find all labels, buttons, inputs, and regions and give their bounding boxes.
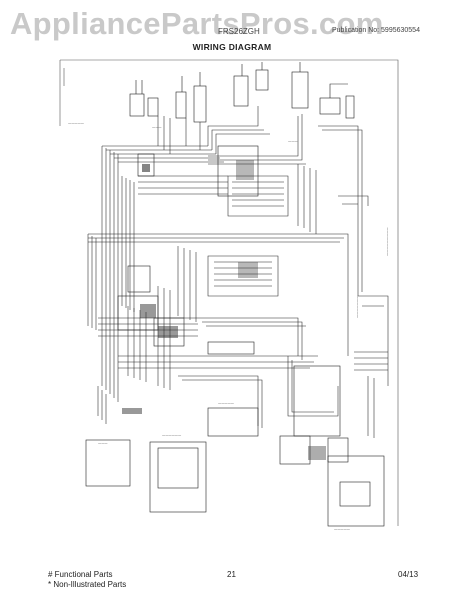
page-title: WIRING DIAGRAM xyxy=(192,42,272,52)
svg-text:———————: ——————— xyxy=(355,295,359,318)
publication-number: Publication No: 5995630554 xyxy=(332,27,420,34)
site-watermark: AppliancePartsPros.com xyxy=(10,6,384,41)
components xyxy=(85,145,385,527)
svg-text:———: ——— xyxy=(98,441,108,445)
model-number: FRS26ZGH xyxy=(218,27,260,36)
component-labels: ————— ——— ——— ————————— ——————— ——— ————… xyxy=(68,121,389,531)
right-circuits xyxy=(338,195,389,438)
svg-text:———: ——— xyxy=(152,125,162,129)
page-number: 21 xyxy=(227,570,236,579)
revision-date: 04/13 xyxy=(398,570,419,579)
svg-text:—————: ————— xyxy=(218,401,235,405)
svg-text:—————: ————— xyxy=(68,121,85,125)
wire-harness xyxy=(87,106,363,428)
svg-text:——————: —————— xyxy=(162,433,182,437)
wiring-diagram: ————— ——— ——— ————————— ——————— ——— ————… xyxy=(59,59,399,531)
top-connectors xyxy=(129,62,355,123)
functional-parts-note: # Functional Parts xyxy=(48,570,113,579)
svg-text:—————————: ————————— xyxy=(385,227,389,257)
connector-clusters xyxy=(122,160,326,460)
non-illustrated-note: * Non-Illustrated Parts xyxy=(48,580,127,589)
svg-text:———: ——— xyxy=(288,139,298,143)
svg-text:—————: ————— xyxy=(334,527,351,531)
outer-frame xyxy=(59,59,399,526)
